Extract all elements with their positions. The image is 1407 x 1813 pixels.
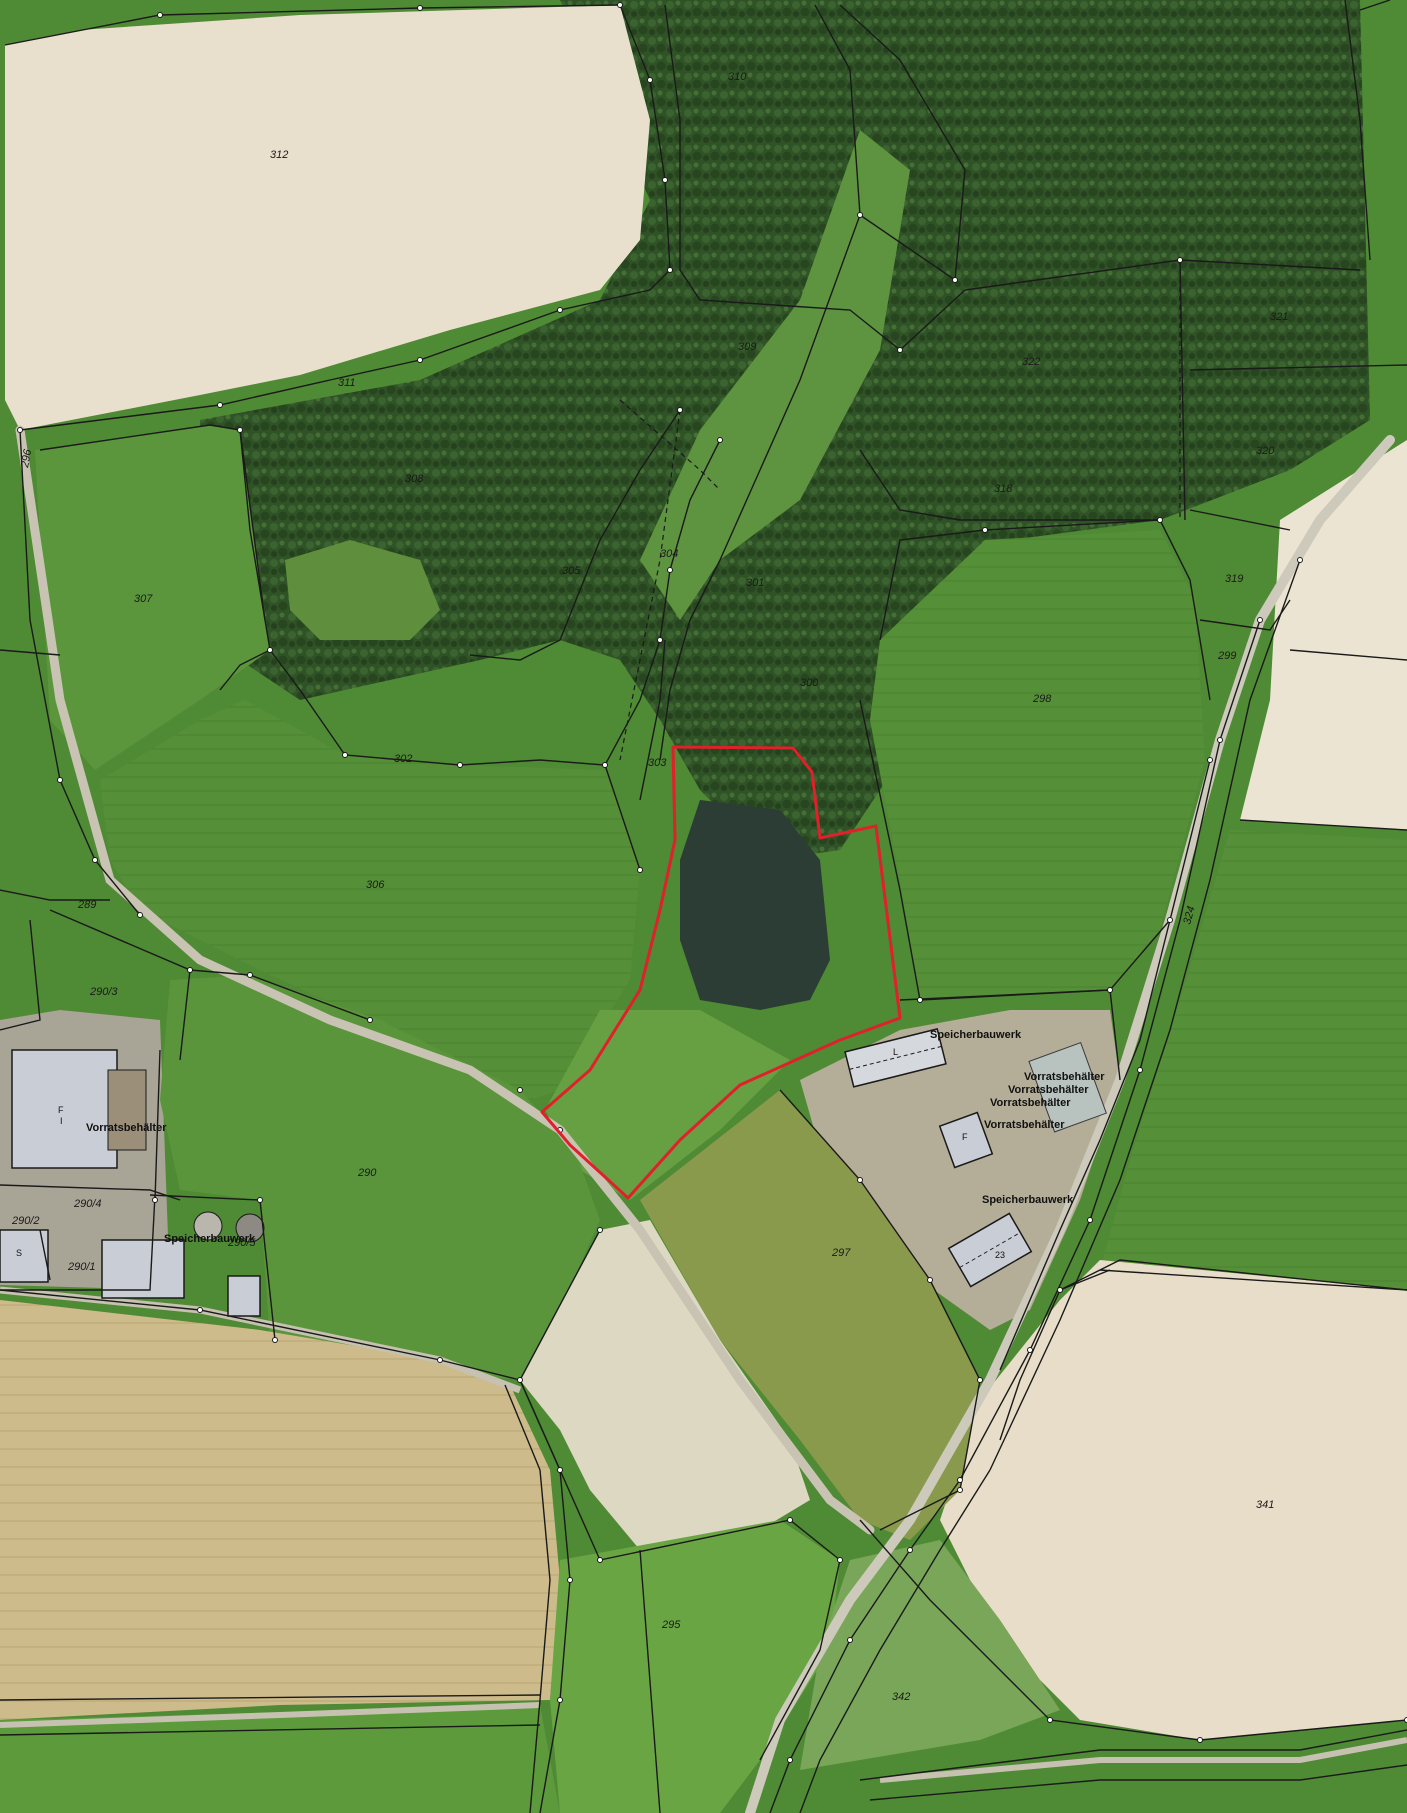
meadow-south-of-pond	[545, 1010, 790, 1200]
parcel-label-300: 300	[800, 677, 819, 689]
building-label-vorratsbehaelter-left: Vorratsbehälter	[86, 1122, 167, 1134]
crop-field-341	[940, 1260, 1407, 1740]
building-290-1	[101, 1239, 185, 1299]
crop-field-bottom-left	[0, 1300, 560, 1720]
building-small-290-5	[227, 1275, 261, 1317]
parcel-label-302: 302	[394, 753, 412, 765]
building-mark-i-left: I	[60, 1116, 63, 1126]
parcel-label-306: 306	[366, 879, 385, 891]
parcel-label-290-3: 290/3	[89, 986, 118, 998]
parcel-label-303: 303	[648, 757, 667, 769]
parcel-label-322: 322	[1022, 356, 1040, 368]
parcel-label-299: 299	[1217, 650, 1236, 662]
parcel-label-324: 324	[1181, 905, 1197, 926]
parcel-label-311: 311	[338, 377, 356, 389]
parcel-label-296: 296	[19, 447, 34, 469]
pond	[680, 800, 830, 1010]
road-main-diagonal	[15, 425, 875, 1535]
road-324	[745, 435, 1395, 1813]
boundary-vertices	[17, 2, 1407, 1763]
field-290	[160, 975, 600, 1380]
parcel-label-308: 308	[405, 473, 424, 485]
parcel-label-305: 305	[562, 565, 581, 577]
parcel-label-309: 309	[738, 341, 756, 353]
building-label-speicherbauwerk-2: Speicherbauwerk	[982, 1194, 1074, 1206]
meadow-307	[35, 425, 270, 770]
field-306	[100, 700, 640, 1100]
parcel-label-301: 301	[746, 577, 764, 589]
building-label-speicherbauwerk-left: Speicherbauwerk	[164, 1233, 256, 1245]
building-290-2	[0, 1229, 49, 1283]
parcel-label-304: 304	[660, 548, 678, 560]
parcel-label-290-1: 290/1	[67, 1261, 96, 1273]
meadow-342	[800, 1540, 1060, 1770]
clearing-305	[285, 540, 440, 640]
building-label-speicherbauwerk-1: Speicherbauwerk	[930, 1029, 1022, 1041]
building-speicherbauwerk-bottom	[947, 1212, 1033, 1288]
road-bottom-strip	[0, 1702, 541, 1728]
building-mark-f-yard: F	[962, 1132, 968, 1142]
parcel-label-307: 307	[134, 593, 153, 605]
parcel-label-297: 297	[831, 1247, 851, 1259]
meadow-301	[640, 130, 910, 620]
parcel-label-290-5: 290/5	[227, 1237, 256, 1249]
parcel-labels: 312 310 311 309 308 307 305 304 303 302 …	[11, 71, 1288, 1703]
parcel-label-341: 341	[1256, 1499, 1274, 1511]
parcel-label-298: 298	[1032, 693, 1052, 705]
field-297	[640, 1090, 980, 1540]
parcel-label-321: 321	[1270, 311, 1288, 323]
parcel-label-295: 295	[661, 1619, 681, 1631]
parcel-label-310: 310	[728, 71, 747, 83]
building-hall-left-annex	[107, 1069, 147, 1151]
building-vorratsbehaelter-square	[938, 1111, 994, 1169]
parcel-label-312: 312	[270, 149, 288, 161]
building-mark-l-top: L	[893, 1047, 898, 1057]
silo-left-2	[235, 1213, 265, 1243]
building-speicherbauwerk-top	[844, 1028, 947, 1088]
dashed-boundaries	[619, 260, 1181, 761]
building-mark-f-left: F	[58, 1105, 64, 1115]
parcel-label-319: 319	[1225, 573, 1243, 585]
building-label-vorratsbehaelter-3: Vorratsbehälter	[990, 1097, 1071, 1109]
parcel-label-289: 289	[77, 899, 96, 911]
road-bottom-right	[879, 1737, 1407, 1783]
field-right-middle	[1100, 830, 1407, 1290]
highlighted-parcel-boundary[interactable]	[540, 745, 902, 1200]
parcel-label-320: 320	[1256, 445, 1275, 457]
silo-left	[193, 1211, 223, 1241]
building-labels: Speicherbauwerk Vorratsbehälter Vorratsb…	[16, 1029, 1105, 1260]
parcel-label-290: 290	[357, 1167, 377, 1179]
meadow-295	[550, 1520, 840, 1813]
crop-field-312	[5, 5, 650, 430]
building-hall-left	[11, 1049, 118, 1169]
parcel-label-290-2: 290/2	[11, 1215, 40, 1227]
crop-field-right-upper	[1240, 440, 1407, 830]
building-label-vorratsbehaelter-1: Vorratsbehälter	[1024, 1071, 1105, 1083]
greenhouse-structure	[1028, 1042, 1107, 1133]
building-label-vorratsbehaelter-2: Vorratsbehälter	[1008, 1084, 1089, 1096]
building-label-vorratsbehaelter-4: Vorratsbehälter	[984, 1119, 1065, 1131]
field-298	[870, 530, 1205, 1000]
parcel-label-290-4: 290/4	[73, 1198, 102, 1210]
building-mark-s-left: S	[16, 1248, 22, 1258]
parcel-label-318: 318	[994, 483, 1013, 495]
parcel-label-342: 342	[892, 1691, 910, 1703]
crop-field-center-pale	[520, 1220, 810, 1550]
building-mark-23: 23	[995, 1250, 1005, 1260]
